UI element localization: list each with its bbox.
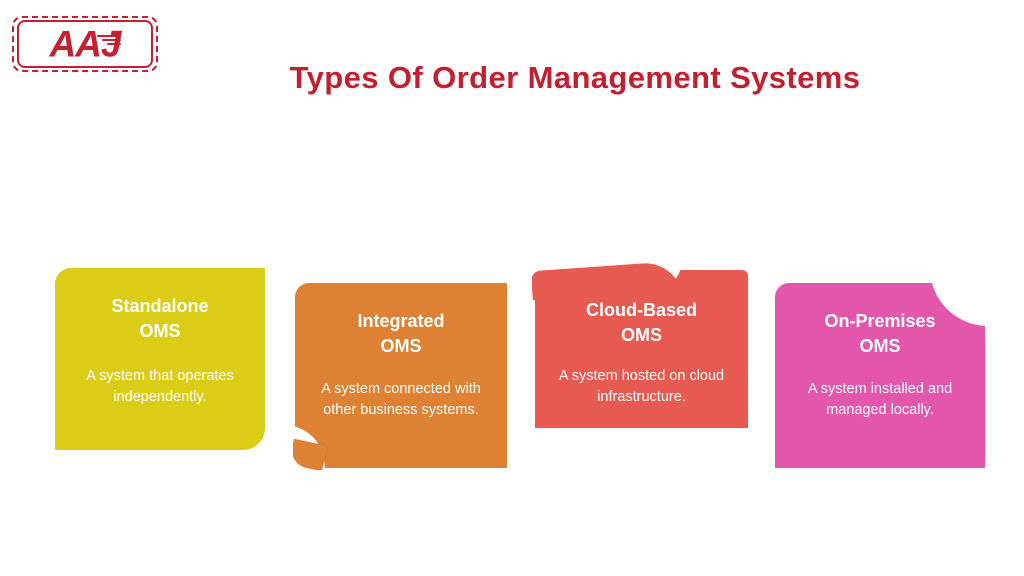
card-title: On-Premises OMS	[795, 309, 965, 359]
speed-lines-icon	[97, 35, 123, 47]
card-title: Standalone OMS	[77, 294, 243, 344]
card-description: A system connected with other business s…	[321, 380, 481, 418]
brand-logo[interactable]: AAJ	[12, 16, 158, 72]
card-title-line-1: Cloud-Based	[585, 300, 697, 320]
card-cloud-based-oms[interactable]: Cloud-Based OMS A system hosted on cloud…	[535, 270, 748, 428]
page-title: Types Of Order Management Systems	[289, 60, 861, 95]
card-title-line-2: OMS	[380, 335, 422, 356]
logo-solid-border: AAJ	[17, 20, 153, 68]
page-curl-icon	[293, 420, 341, 470]
page-curl-icon	[532, 256, 682, 300]
card-standalone-oms[interactable]: Standalone OMS A system that operates in…	[55, 268, 265, 450]
card-title-line-1: Standalone	[111, 296, 209, 316]
card-description: A system hosted on cloud infrastructure.	[558, 367, 725, 405]
card-description: A system installed and managed locally.	[807, 380, 953, 418]
card-title-line-1: On-Premises	[824, 311, 936, 331]
logo-dashed-border	[12, 16, 158, 72]
card-on-premises-oms[interactable]: On-Premises OMS A system installed and m…	[775, 282, 986, 468]
card-description: A system that operates independently.	[86, 367, 234, 405]
card-title: Cloud-Based OMS	[553, 298, 730, 348]
card-title-line-1: Integrated	[357, 311, 445, 331]
card-title-line-2: OMS	[139, 320, 181, 341]
card-title: Integrated OMS	[315, 309, 487, 359]
card-integrated-oms[interactable]: Integrated OMS A system connected with o…	[295, 283, 507, 468]
card-title-line-2: OMS	[859, 335, 901, 356]
card-title-line-2: OMS	[620, 324, 662, 345]
